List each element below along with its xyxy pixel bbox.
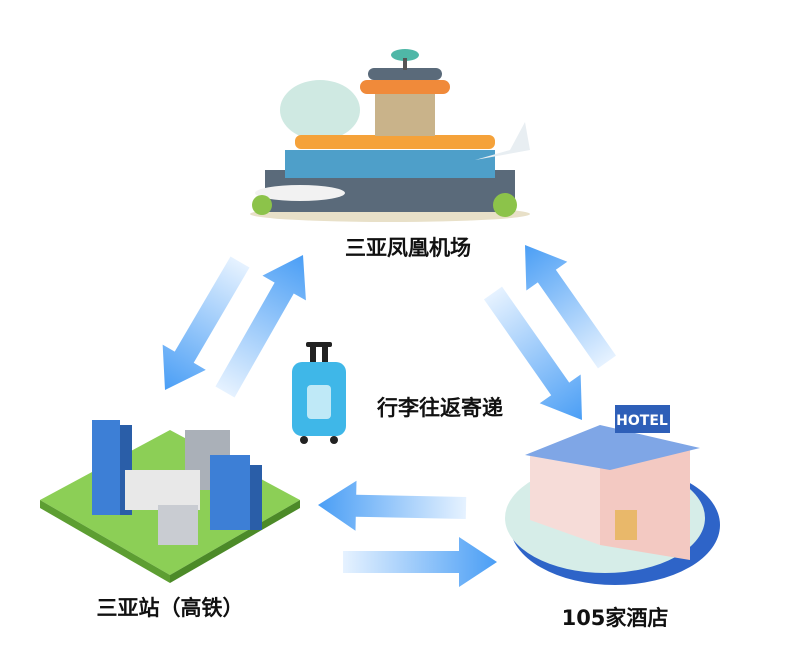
station-illustration bbox=[40, 420, 300, 583]
hotel-label: 105家酒店 bbox=[561, 606, 669, 630]
arrow-station-to-airport bbox=[215, 255, 306, 398]
hotel-illustration: HOTEL bbox=[505, 405, 720, 585]
arrow-airport-to-hotel bbox=[483, 286, 583, 421]
airport-label: 三亚凤凰机场 bbox=[345, 236, 471, 260]
station-label: 三亚站（高铁） bbox=[96, 596, 244, 620]
arrow-airport-to-station bbox=[162, 256, 250, 390]
center-label: 行李往返寄递 bbox=[377, 396, 503, 420]
arrow-hotel-to-airport bbox=[525, 245, 617, 369]
airport-illustration bbox=[250, 49, 530, 222]
arrow-hotel-to-station bbox=[318, 480, 467, 531]
suitcase-icon bbox=[292, 342, 346, 444]
arrow-station-to-hotel bbox=[343, 537, 497, 587]
hotel-sign: HOTEL bbox=[616, 413, 668, 429]
